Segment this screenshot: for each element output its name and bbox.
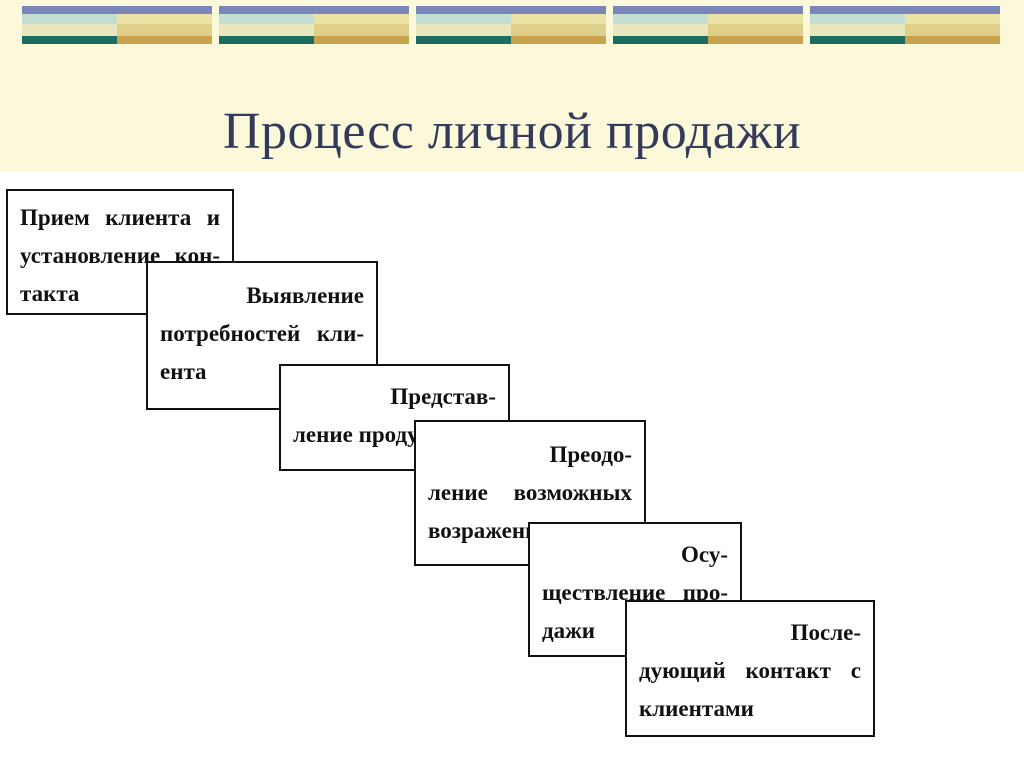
banner-block-3 (416, 6, 606, 44)
banner-block-1 (22, 6, 212, 44)
header-area: Процесс личной продажи (0, 0, 1024, 172)
step-3-line-1: Представ- (390, 384, 496, 409)
step-1-line-3: такта (20, 281, 80, 306)
step-2-line-2: потребностей кли- (160, 321, 364, 346)
step-6-line-1: После- (790, 620, 861, 645)
page-title: Процесс личной продажи (222, 103, 802, 160)
banner-block-5 (810, 6, 1000, 44)
step-5-line-3: дажи (542, 618, 596, 643)
step-6-line-2: дующий контакт с (639, 658, 861, 683)
banner-block-4 (613, 6, 803, 44)
step-6-line-3: клиентами (639, 696, 754, 721)
step-2-line-1: Выявление (246, 283, 364, 308)
step-4-line-2: ление возможных (428, 480, 632, 505)
step-5-line-1: Осу- (681, 542, 728, 567)
step-box-6: После- дующий контакт с клиентами (625, 600, 875, 737)
step-4-line-1: Преодо- (549, 442, 632, 467)
step-2-line-3: ента (160, 359, 207, 384)
banner-block-2 (219, 6, 409, 44)
step-1-line-1: Прием клиента и (20, 205, 220, 230)
